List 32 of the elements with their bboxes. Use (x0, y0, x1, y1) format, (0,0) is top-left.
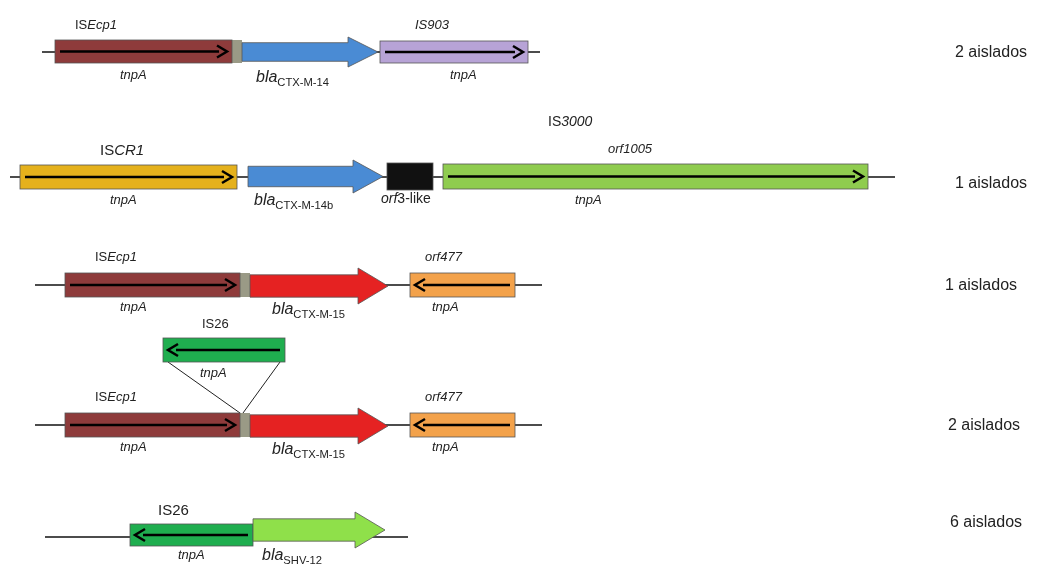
element-label: tnpA (178, 548, 205, 563)
element-label: ISEcp1 (75, 18, 117, 33)
element-label: IS3000 (548, 114, 593, 130)
element-label: tnpA (432, 300, 459, 315)
element-label: tnpA (120, 440, 147, 455)
gene-name: bla$_{CTX-M-14}$ (256, 68, 329, 89)
element-label: tnpA (120, 300, 147, 315)
element-label: tnpA (120, 68, 147, 83)
element-label: tnpA (450, 68, 477, 83)
element-label: tnpA (432, 440, 459, 455)
element-label: tnpA (200, 366, 227, 381)
gene-name: bla$_{CTX-M-14b}$ (254, 191, 334, 212)
element-label: IS26 (202, 317, 229, 332)
gene-name: bla$_{CTX-M-15}$ (272, 440, 345, 461)
element-label: orf1005 (608, 142, 653, 157)
isolate-count: 2 aislados (948, 416, 1021, 434)
element-label: orf3-like (381, 191, 431, 207)
element-label: ISEcp1 (95, 250, 137, 265)
element-label: tnpA (575, 193, 602, 208)
isolate-count: 2 aislados (955, 43, 1028, 61)
element-label: orf477 (425, 250, 462, 265)
isolate-count: 1 aislados (945, 276, 1018, 294)
element-label: tnpA (110, 193, 137, 208)
element-label: ISCR1 (100, 142, 145, 159)
element-label: orf477 (425, 390, 462, 405)
element-label: IS903 (415, 18, 449, 33)
gene-name: bla$_{CTX-M-15}$ (272, 300, 345, 321)
gene-name: bla$_{SHV-12}$ (262, 546, 322, 567)
element-label: ISEcp1 (95, 390, 137, 405)
isolate-count: 1 aislados (955, 174, 1028, 192)
element-label: IS26 (158, 502, 189, 519)
isolate-count: 6 aislados (950, 513, 1023, 531)
